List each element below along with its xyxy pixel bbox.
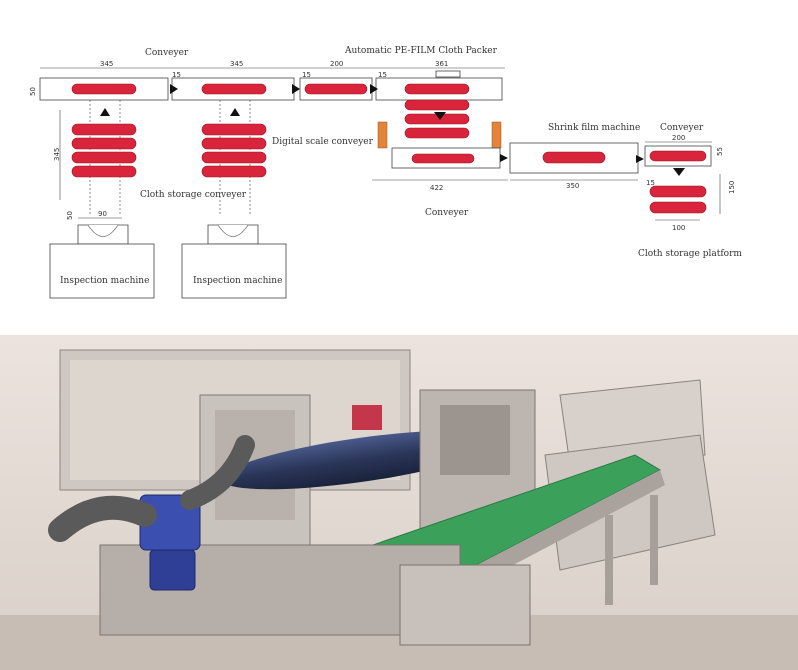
shrink-film-machine bbox=[509, 142, 639, 174]
film-roller-left bbox=[377, 121, 388, 149]
cloth-storage-platform-label: Cloth storage platform bbox=[638, 249, 742, 259]
fabric-roll bbox=[71, 151, 137, 164]
fabric-roll bbox=[404, 127, 470, 139]
fabric-roll bbox=[71, 123, 137, 136]
dim-seg1: 345 bbox=[100, 60, 113, 68]
fabric-roll bbox=[201, 137, 267, 150]
conveyor-right-label: Conveyer bbox=[660, 123, 704, 133]
cloth-storage-conveyor-label: Cloth storage conveyer bbox=[140, 190, 247, 200]
fabric-roll bbox=[201, 83, 267, 95]
dim-right-15: 15 bbox=[646, 179, 655, 187]
inspection-cradle-1 bbox=[87, 224, 119, 237]
fabric-roll bbox=[404, 83, 470, 95]
shrink-film-label: Shrink film machine bbox=[548, 123, 640, 133]
inspection-cradle-2 bbox=[217, 224, 249, 237]
fabric-roll bbox=[649, 150, 707, 162]
fabric-roll bbox=[201, 123, 267, 136]
dim-right-200: 200 bbox=[672, 134, 685, 142]
fabric-roll bbox=[411, 153, 475, 164]
arrow-down-icon bbox=[434, 112, 446, 120]
dim-vertical-345: 345 bbox=[53, 148, 61, 161]
digital-scale-label: Digital scale conveyer bbox=[272, 137, 374, 147]
machine-photo bbox=[0, 335, 798, 670]
dim-gap-c: 15 bbox=[378, 71, 387, 79]
arrow-right-icon bbox=[170, 84, 178, 94]
arrow-right-icon bbox=[370, 84, 378, 94]
arrow-right-icon bbox=[292, 84, 300, 94]
leg bbox=[605, 515, 613, 605]
pe-film-packer-label: Automatic PE-FILM Cloth Packer bbox=[344, 46, 498, 56]
arrow-right-icon bbox=[636, 155, 644, 163]
arrow-down-icon bbox=[673, 168, 685, 176]
film-roller-right bbox=[491, 121, 502, 149]
dim-storage-50: 50 bbox=[66, 211, 74, 220]
motor-gearbox bbox=[149, 549, 196, 591]
dim-right-150: 150 bbox=[728, 181, 736, 194]
fabric-roll bbox=[404, 99, 470, 111]
conveyor-bottom-label: Conveyer bbox=[425, 208, 469, 218]
red-component bbox=[352, 405, 382, 430]
dim-seg4: 361 bbox=[435, 60, 448, 68]
dim-height-50: 50 bbox=[29, 87, 37, 96]
fabric-roll bbox=[71, 137, 137, 150]
dim-storage-90: 90 bbox=[98, 210, 107, 218]
dim-gap-b: 15 bbox=[302, 71, 311, 79]
film-unit-inner bbox=[440, 405, 510, 475]
inspection-2-label: Inspection machine bbox=[193, 276, 282, 286]
dim-seg3: 200 bbox=[330, 60, 343, 68]
inspection-1-label: Inspection machine bbox=[60, 276, 149, 286]
arrow-up-icon bbox=[100, 108, 110, 116]
packer-top-bracket bbox=[435, 70, 461, 78]
dim-right-100: 100 bbox=[672, 224, 685, 232]
fabric-roll bbox=[542, 151, 606, 164]
front-block bbox=[399, 564, 531, 646]
fabric-roll bbox=[201, 165, 267, 178]
fabric-roll bbox=[71, 165, 137, 178]
fabric-roll bbox=[304, 83, 368, 95]
layout-diagram: Conveyer Automatic PE-FILM Cloth Packer … bbox=[29, 46, 742, 299]
dim-seg2: 345 bbox=[230, 60, 243, 68]
dim-bottom-350: 350 bbox=[566, 182, 579, 190]
fabric-roll bbox=[649, 185, 707, 198]
inspection-machine-1 bbox=[49, 243, 155, 299]
fabric-roll bbox=[71, 83, 137, 95]
arrow-up-icon bbox=[230, 108, 240, 116]
fabric-roll bbox=[201, 151, 267, 164]
air-duct bbox=[48, 495, 157, 542]
dim-bottom-422: 422 bbox=[430, 184, 443, 192]
arrow-right-icon bbox=[500, 154, 508, 162]
conveyor-top-label: Conveyer bbox=[145, 48, 189, 58]
leg bbox=[650, 495, 658, 585]
fabric-roll bbox=[649, 201, 707, 214]
dim-right-55: 55 bbox=[716, 147, 724, 156]
dim-gap-a: 15 bbox=[172, 71, 181, 79]
inspection-machine-2 bbox=[181, 243, 287, 299]
air-duct-2 bbox=[180, 435, 255, 510]
